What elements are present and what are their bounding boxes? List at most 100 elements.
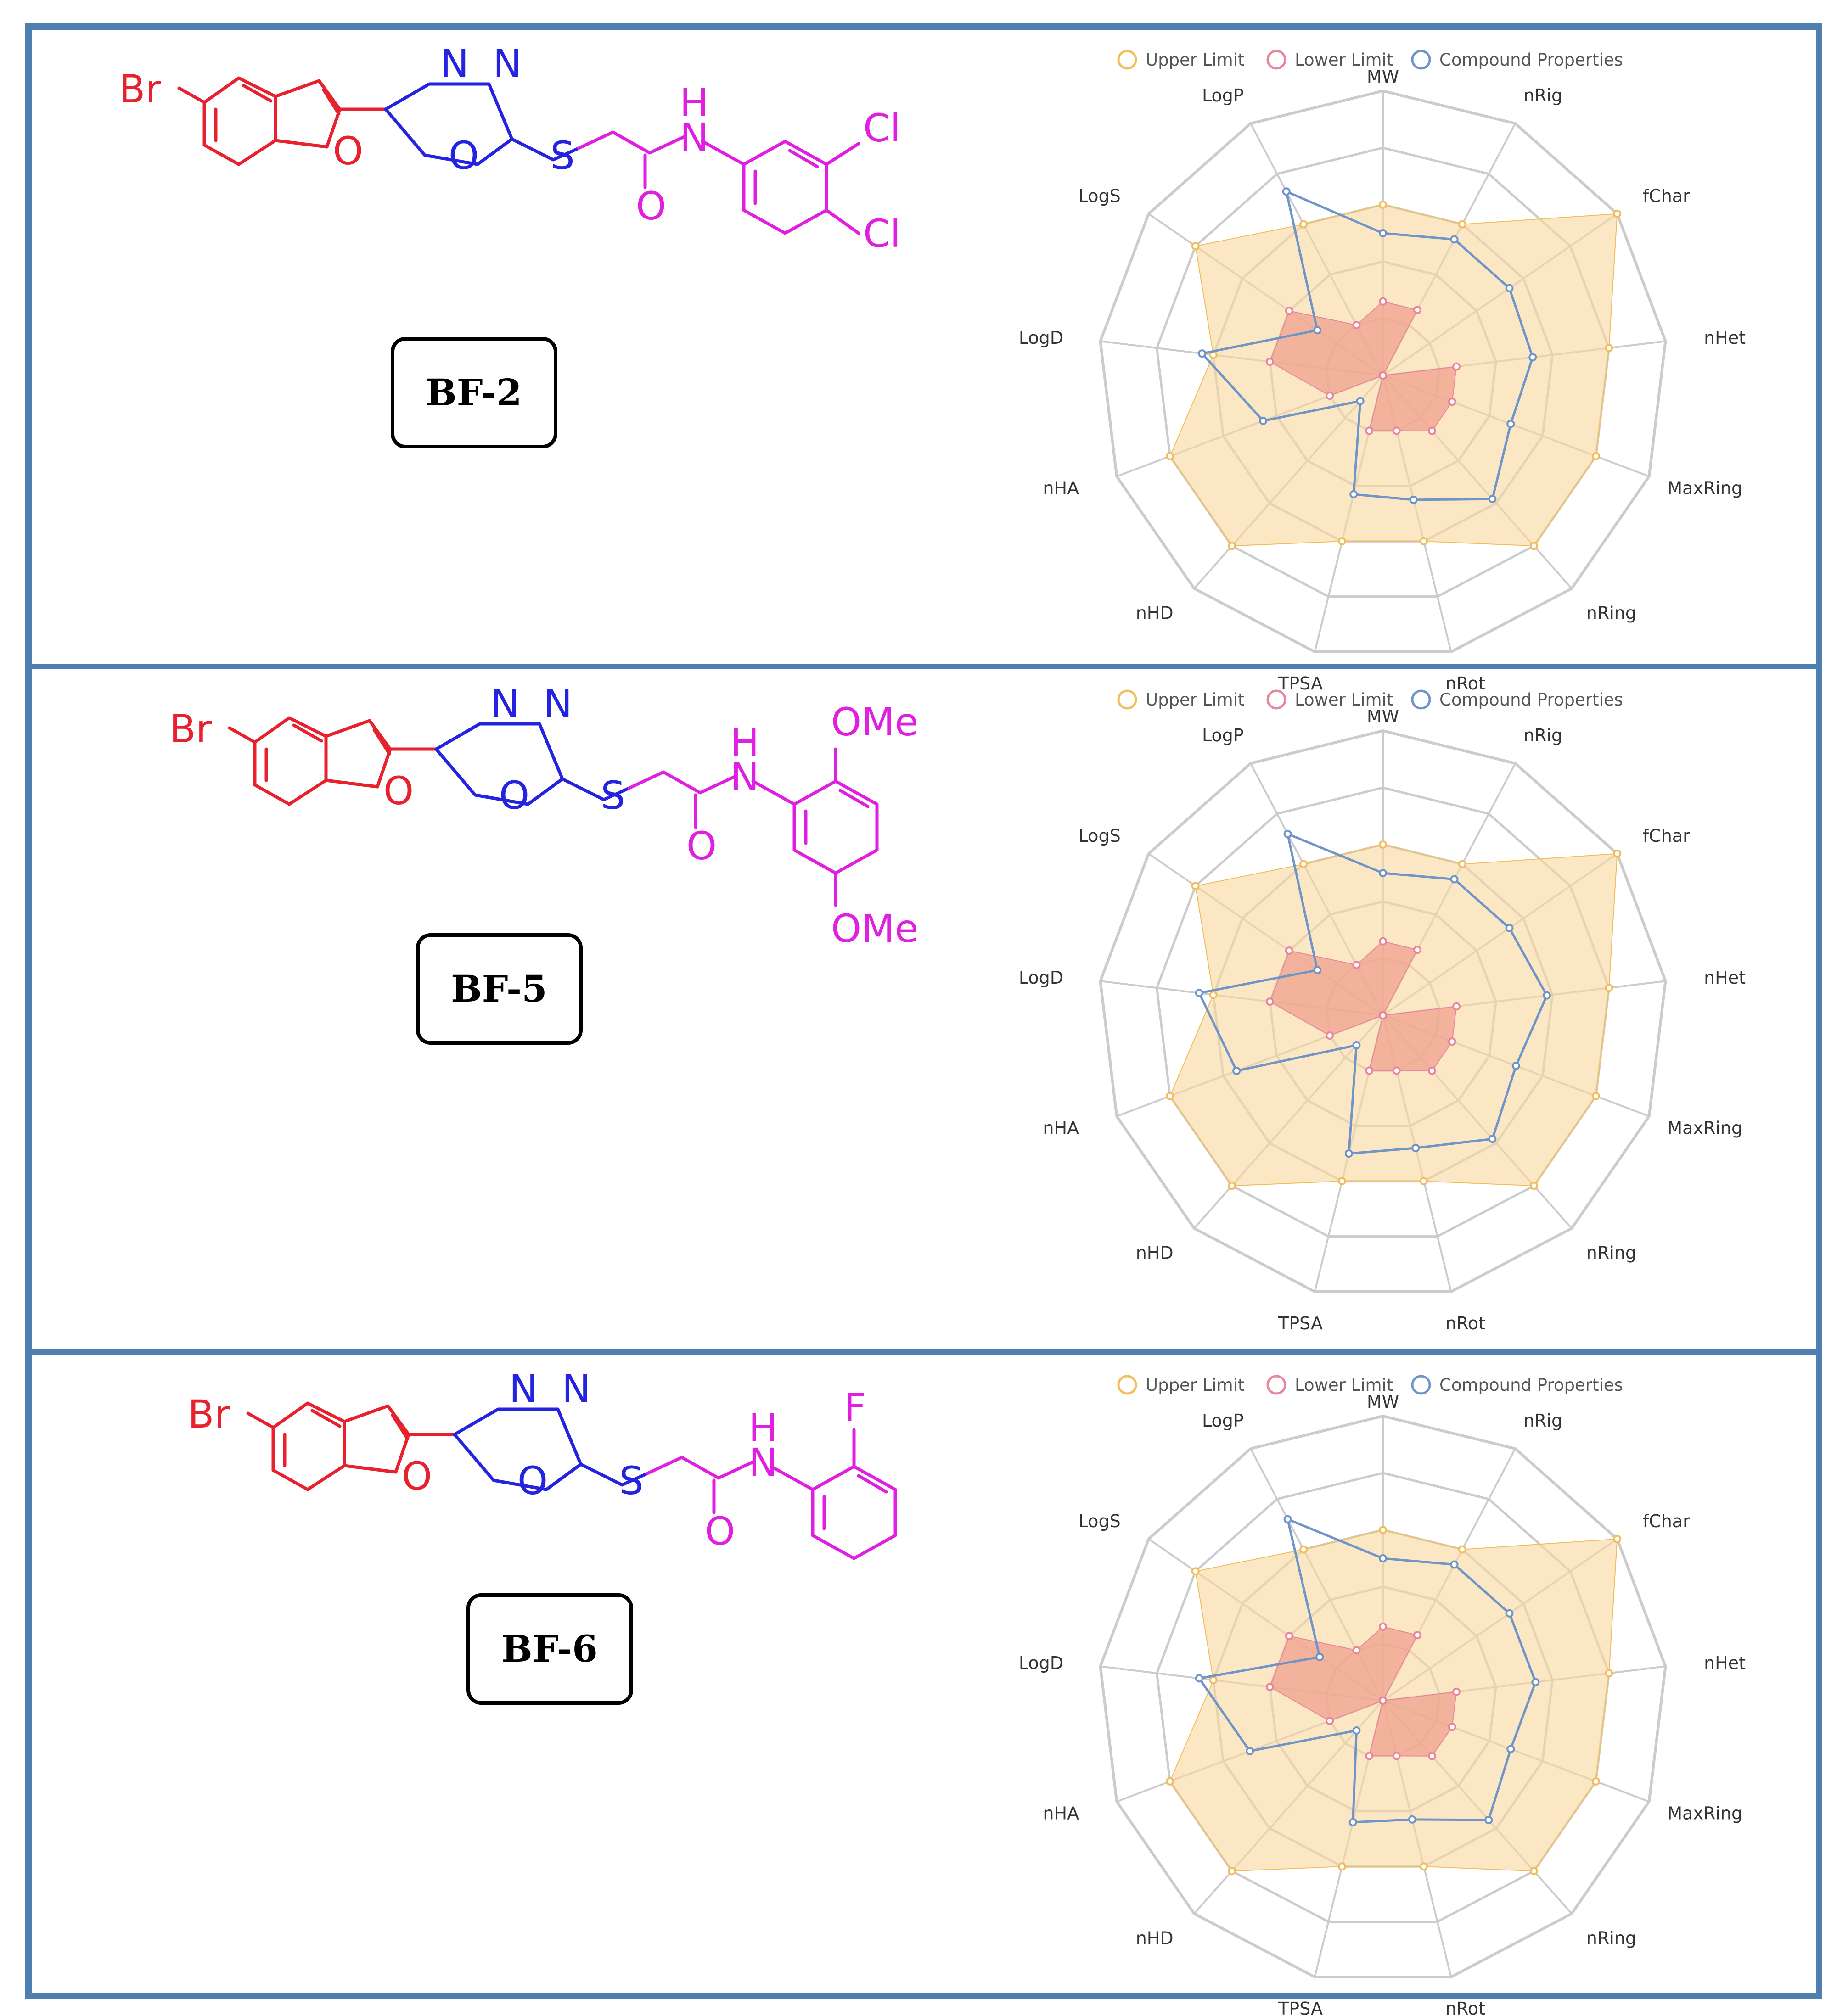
- data-point: [1506, 420, 1515, 428]
- data-point: [1420, 1177, 1428, 1186]
- data-point: [1191, 882, 1200, 890]
- data-point: [1365, 426, 1374, 435]
- atom-h: H: [680, 80, 708, 125]
- data-point: [1379, 1697, 1387, 1705]
- compound-label: BF-5: [451, 967, 547, 1010]
- bond: [292, 723, 323, 743]
- legend-marker: [1266, 50, 1286, 70]
- atom-br: Br: [119, 67, 162, 112]
- atom-s: S: [619, 1458, 643, 1503]
- bond: [838, 789, 870, 808]
- data-point: [1337, 537, 1346, 546]
- bond: [310, 1409, 342, 1428]
- atom-o-carbonyl: O: [636, 184, 666, 229]
- data-point: [1591, 452, 1600, 460]
- data-point: [1349, 490, 1358, 498]
- data-point: [1166, 1092, 1174, 1100]
- data-point: [1365, 1752, 1374, 1760]
- axis-label: nHA: [1043, 1803, 1079, 1824]
- data-point: [1458, 220, 1466, 229]
- legend-label: Upper Limit: [1146, 50, 1245, 70]
- atom-o-ring: O: [402, 1454, 432, 1499]
- data-point: [1379, 1554, 1387, 1562]
- axis-label: nRing: [1586, 1928, 1636, 1948]
- bond: [322, 88, 341, 116]
- legend-marker: [1411, 689, 1431, 710]
- data-point: [1379, 937, 1387, 946]
- atom-o-oxa: O: [499, 773, 529, 818]
- atom-s: S: [550, 133, 574, 178]
- atom-substituent-2: OMe: [831, 906, 918, 951]
- radar-chart: MWnRigfCharnHetMaxRingnRingnRotTPSAnHDnH…: [1019, 67, 1746, 694]
- axis-label: nRing: [1586, 1243, 1636, 1263]
- data-point: [1326, 1716, 1334, 1725]
- bond: [825, 142, 860, 166]
- legend-marker: [1411, 1375, 1431, 1395]
- axis-label: nHet: [1704, 1653, 1746, 1673]
- legend-label: Upper Limit: [1146, 1375, 1245, 1395]
- legend-marker: [1117, 689, 1137, 710]
- bond: [788, 149, 819, 168]
- axis-label: MW: [1367, 67, 1399, 87]
- data-point: [1265, 358, 1274, 366]
- axis-label: LogS: [1079, 826, 1121, 846]
- data-point: [1484, 1815, 1493, 1824]
- data-point: [1315, 1652, 1324, 1661]
- compound-label-box: [391, 337, 557, 448]
- data-point: [1356, 397, 1365, 405]
- data-point: [1531, 1678, 1540, 1686]
- data-point: [1413, 946, 1421, 954]
- legend-label: Lower Limit: [1295, 690, 1393, 710]
- data-point: [1450, 875, 1459, 884]
- data-point: [1198, 349, 1207, 358]
- data-point: [1427, 1752, 1436, 1760]
- data-point: [1613, 849, 1622, 858]
- data-point: [1285, 1632, 1293, 1641]
- data-point: [1379, 371, 1387, 380]
- data-point: [1413, 306, 1421, 314]
- data-point: [1352, 1726, 1361, 1735]
- data-point: [1285, 307, 1293, 315]
- atom-o-oxa: O: [449, 133, 479, 178]
- data-point: [1282, 187, 1291, 196]
- acetamide-chain: [577, 130, 686, 155]
- data-point: [1411, 1143, 1420, 1152]
- data-point: [1337, 1177, 1346, 1186]
- data-point: [1326, 1031, 1334, 1040]
- legend-label: Lower Limit: [1295, 1375, 1393, 1395]
- axis-label: fChar: [1643, 186, 1690, 206]
- bond: [751, 779, 796, 806]
- data-point: [1285, 946, 1293, 955]
- data-point: [1427, 1066, 1436, 1075]
- data-point: [1348, 1818, 1357, 1826]
- axis-label: fChar: [1643, 826, 1690, 846]
- compound-label-box: [416, 933, 583, 1045]
- data-point: [1591, 1092, 1600, 1100]
- axis-label: nRot: [1445, 1313, 1485, 1333]
- data-point: [1228, 542, 1236, 550]
- data-point: [1365, 1066, 1374, 1075]
- outer-border: [25, 23, 1822, 1999]
- axis-label: MaxRing: [1667, 478, 1742, 498]
- legend-marker: [1411, 50, 1431, 70]
- data-point: [1228, 1182, 1236, 1190]
- axis-label: MaxRing: [1667, 1803, 1742, 1824]
- data-point: [1458, 1545, 1466, 1554]
- data-point: [1458, 860, 1466, 868]
- atom-n-amide: N: [730, 755, 759, 800]
- axis-label: nHA: [1043, 1118, 1079, 1138]
- data-point: [1299, 220, 1308, 229]
- data-point: [1542, 991, 1551, 1000]
- data-point: [1352, 1041, 1361, 1049]
- data-point: [1613, 209, 1622, 218]
- data-point: [1448, 398, 1456, 406]
- data-point: [1195, 989, 1203, 997]
- data-point: [1605, 984, 1613, 992]
- data-point: [1344, 1149, 1353, 1158]
- atom-substituent-1: F: [844, 1385, 866, 1430]
- data-point: [1379, 869, 1387, 877]
- bond: [372, 728, 391, 756]
